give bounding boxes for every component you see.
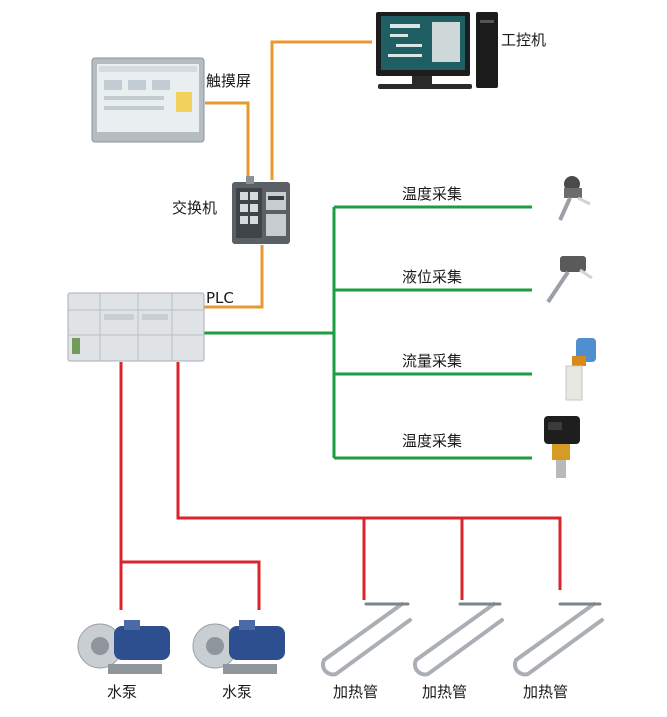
- power-line-heaters: [176, 362, 562, 590]
- power-line-pumps: [119, 362, 261, 610]
- heater-1-image: [320, 602, 412, 677]
- level-sensor-image: [546, 256, 593, 304]
- temperature-sensor-2-image: [544, 416, 580, 478]
- ethernet-line-switch-plc: [203, 245, 264, 309]
- heater-3-label: 加热管: [523, 683, 569, 701]
- heater-2-image: [412, 602, 504, 677]
- flow-sensor-image: [565, 338, 596, 401]
- pump-2-label: 水泵: [222, 683, 253, 701]
- switch-label: 交换机: [172, 199, 218, 217]
- plc-label: PLC: [206, 289, 234, 307]
- power-lines: [119, 362, 562, 610]
- heater-2-label: 加热管: [422, 683, 468, 701]
- water-pump-2-image: [192, 620, 285, 674]
- industrial-pc-label: 工控机: [501, 31, 547, 49]
- temperature-sensor-1-image: [558, 176, 591, 221]
- sensor-2-label: 液位采集: [402, 268, 463, 286]
- sensor-1-label: 温度采集: [402, 185, 463, 203]
- pump-1-label: 水泵: [107, 683, 138, 701]
- ethernet-line-touchscreen-switch: [205, 101, 250, 180]
- switch-image: [232, 176, 290, 244]
- heater-3-image: [512, 602, 604, 677]
- sensor-4-label: 温度采集: [402, 432, 463, 450]
- industrial-pc-image: [376, 12, 498, 89]
- ethernet-lines: [203, 40, 372, 309]
- heater-1-label: 加热管: [333, 683, 379, 701]
- plc-image: [67, 292, 205, 362]
- sensor-3-label: 流量采集: [402, 352, 463, 370]
- water-pump-1-image: [77, 620, 170, 674]
- touch-screen-image: [91, 57, 205, 143]
- signal-lines: [203, 205, 532, 460]
- ethernet-line-pc-switch: [270, 40, 372, 180]
- touch-screen-label: 触摸屏: [206, 72, 252, 90]
